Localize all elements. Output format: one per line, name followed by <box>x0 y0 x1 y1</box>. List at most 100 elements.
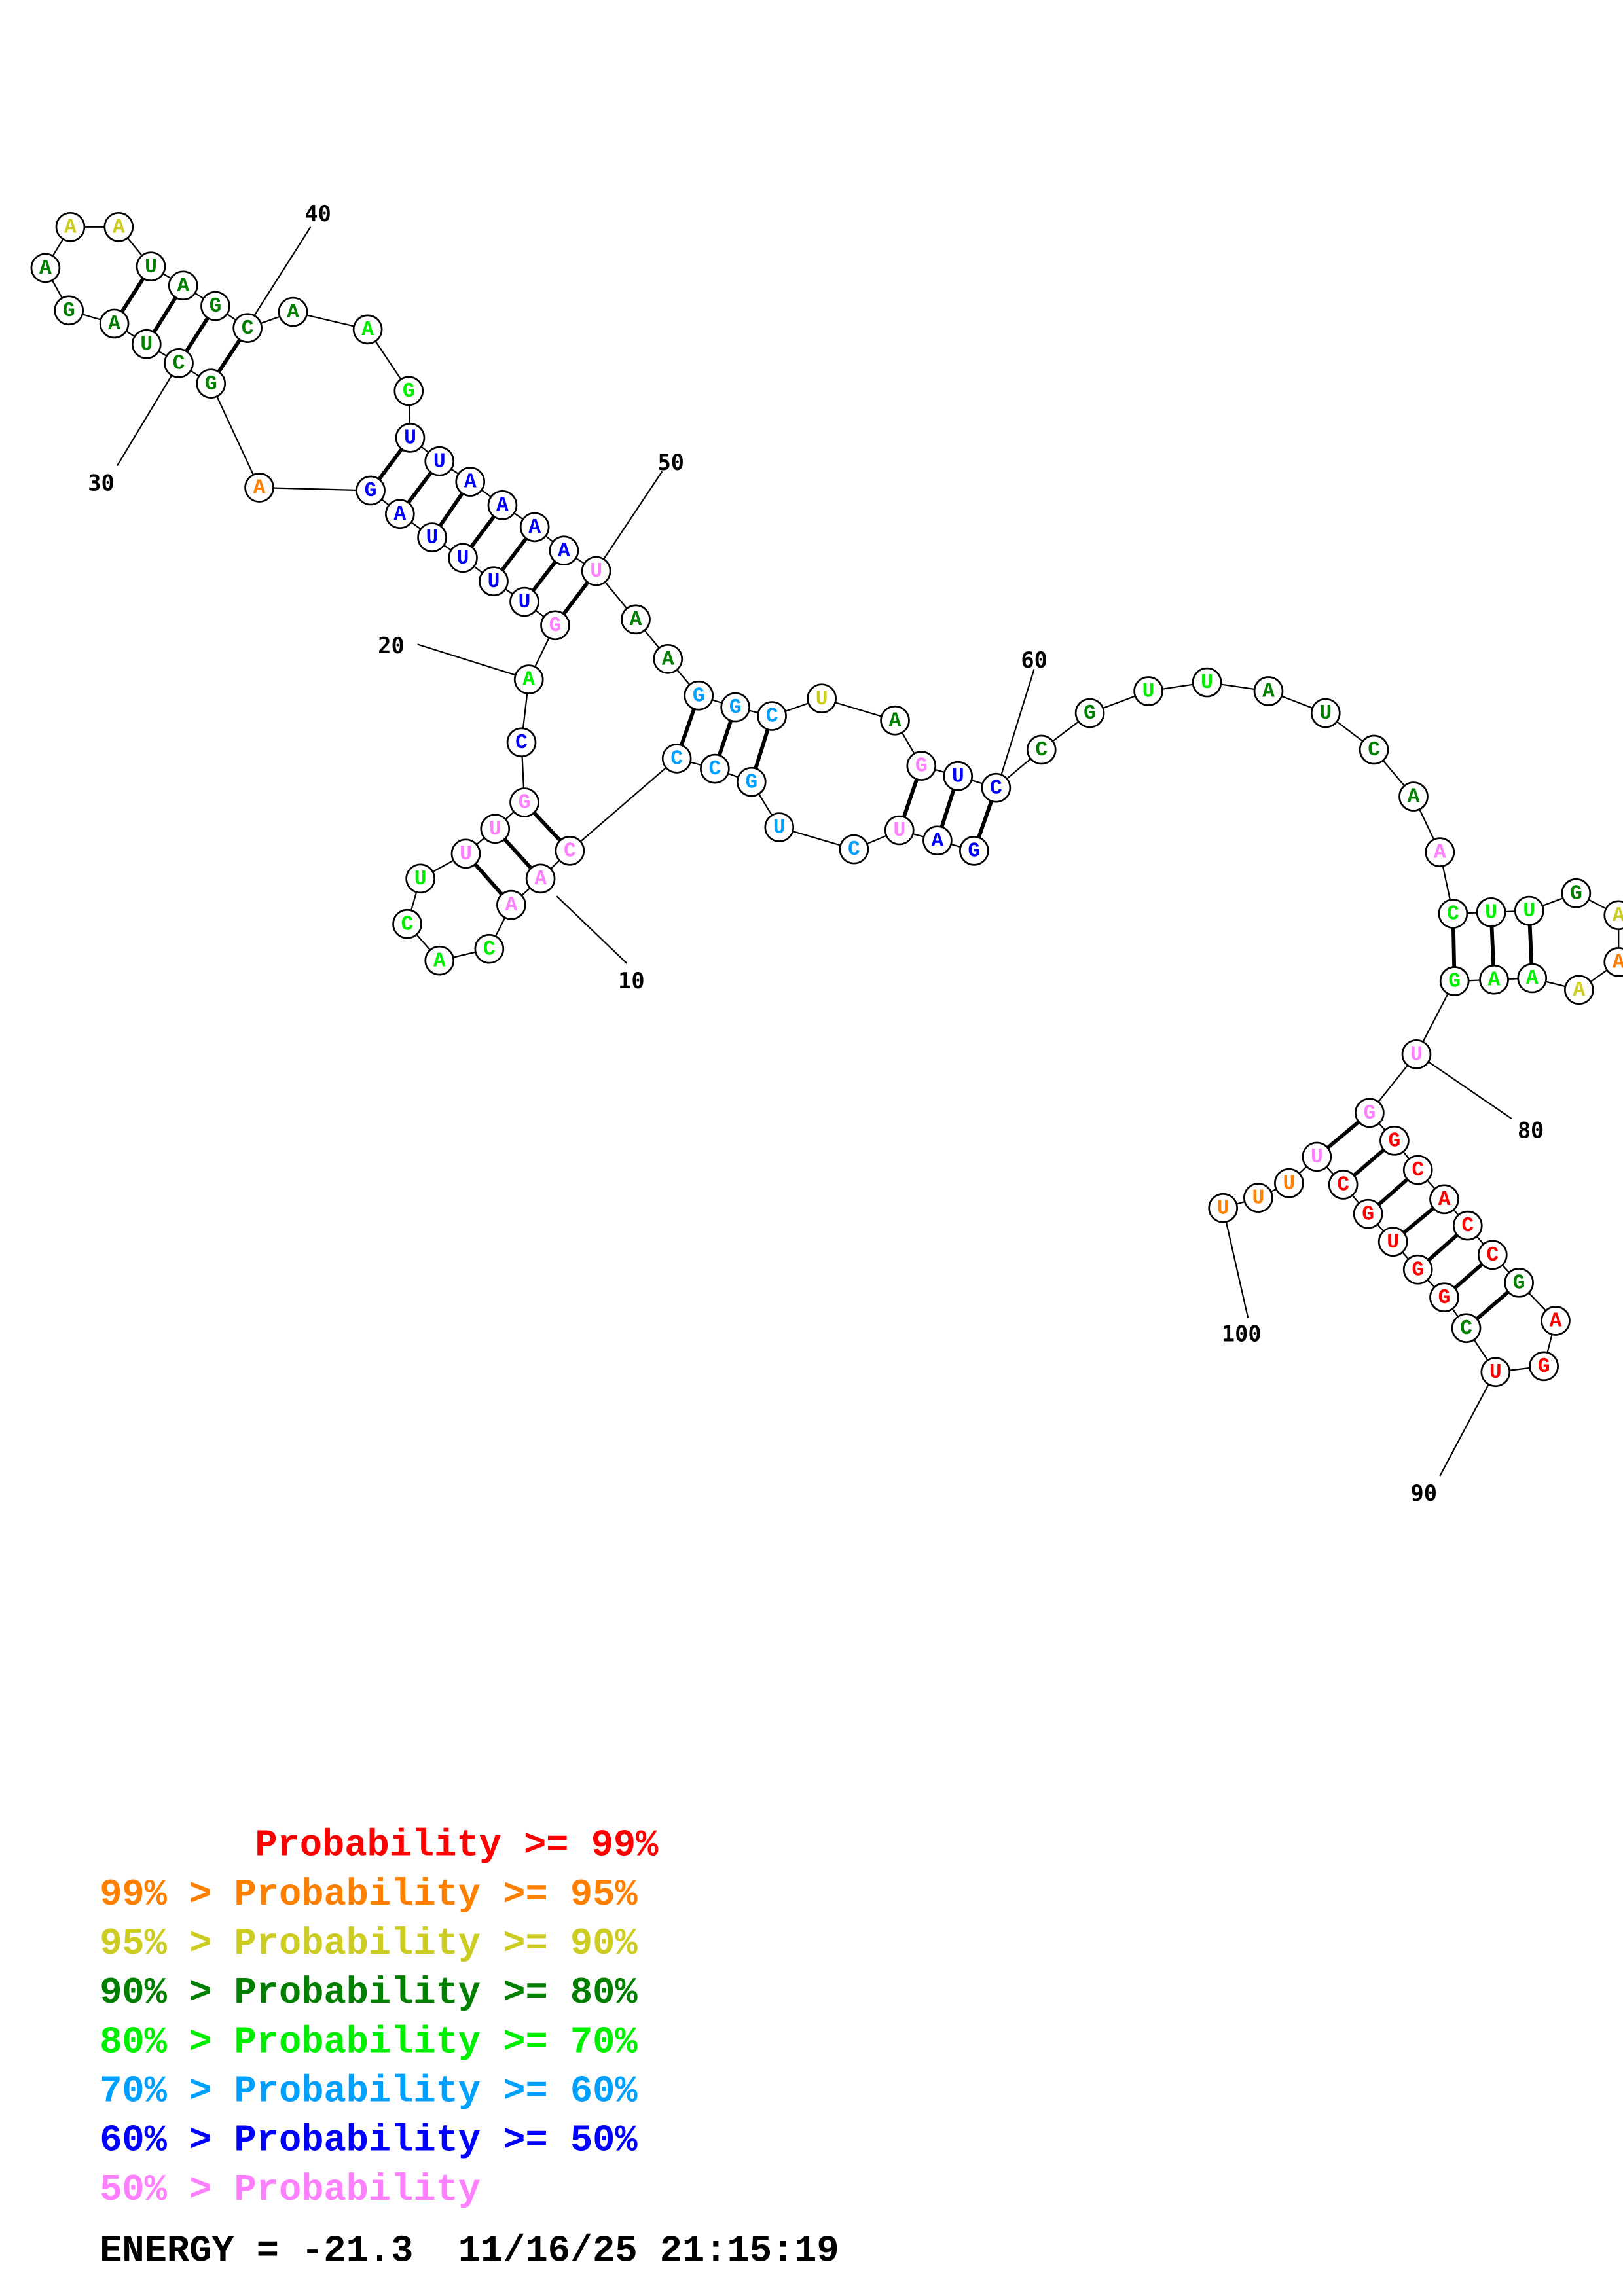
nucleotide-circle <box>405 863 435 894</box>
nucleotide-73: G <box>1561 878 1592 908</box>
nucleotide-circle <box>720 692 750 723</box>
nucleotide-circle <box>1476 897 1506 927</box>
nucleotide-letter: A <box>361 319 374 342</box>
nucleotide-circle <box>131 329 162 359</box>
nucleotide-circle <box>1479 964 1509 995</box>
position-tick-line <box>1439 1382 1491 1477</box>
backbone-segment <box>210 383 261 488</box>
nucleotide-59: U <box>943 761 974 791</box>
position-label: 50 <box>658 450 684 475</box>
nucleotide-circle <box>519 512 550 543</box>
nucleotide-circle <box>424 446 455 476</box>
nucleotide-letter: C <box>1337 1174 1349 1197</box>
position-tick-line <box>556 895 628 964</box>
nucleotide-43: G <box>393 376 424 406</box>
nucleotide-letter: C <box>1035 739 1048 762</box>
position-label: 30 <box>88 470 114 495</box>
nucleotide-45: U <box>424 446 455 476</box>
nucleotide-14: C <box>392 908 422 939</box>
nucleotide-circle <box>525 863 556 894</box>
nucleotide-circle <box>880 705 910 736</box>
nucleotide-letter: G <box>968 840 980 863</box>
backbone-segment <box>259 486 371 492</box>
nucleotide-circle <box>450 838 481 869</box>
nucleotide-84: A <box>1429 1184 1459 1215</box>
nucleotide-letter: U <box>1410 1043 1423 1066</box>
nucleotide-30: C <box>164 348 194 378</box>
nucleotide-circle <box>555 836 585 866</box>
position-tick-line <box>1000 669 1035 778</box>
nucleotide-2: A <box>922 825 953 855</box>
nucleotide-circle <box>1353 1198 1383 1229</box>
nucleotide-65: A <box>1253 676 1284 706</box>
nucleotide-letter: C <box>242 317 254 340</box>
nucleotide-letter: U <box>773 817 786 840</box>
nucleotide-circle <box>1208 1193 1238 1223</box>
nucleotide-circle <box>164 348 194 378</box>
nucleotide-letter: C <box>1368 739 1380 762</box>
nucleotide-letter: A <box>558 540 570 563</box>
position-tick-line <box>600 471 663 564</box>
nucleotide-39: G <box>200 291 230 321</box>
nucleotide-62: G <box>1074 698 1105 728</box>
nucleotide-letter: A <box>534 868 547 891</box>
legend-entry: 70% > Probability >= 60% <box>100 2071 638 2113</box>
nucleotide-circle <box>1452 1210 1483 1241</box>
position-label: 100 <box>1222 1321 1262 1346</box>
nucleotide-circle <box>385 499 415 529</box>
nucleotide-circle <box>278 296 308 327</box>
nucleotide-letter: C <box>1486 1244 1499 1267</box>
nucleotide-4: C <box>839 834 869 865</box>
nucleotide-18: G <box>509 787 539 817</box>
nucleotide-74: A <box>1603 900 1623 931</box>
nucleotide-letter: C <box>1461 1215 1474 1238</box>
legend-text: Probability >= 99% <box>255 1825 659 1867</box>
nucleotide-circle <box>1401 1039 1432 1069</box>
nucleotide-letter: A <box>1526 967 1539 990</box>
nucleotide-circle <box>839 834 869 865</box>
nucleotide-circle <box>1243 1183 1273 1213</box>
legend-text: Probability <box>234 2170 481 2212</box>
nucleotide-letter: U <box>433 450 446 473</box>
nucleotide-letter: A <box>1613 951 1623 974</box>
nucleotide-circle <box>1438 899 1468 929</box>
nucleotide-3: U <box>884 815 915 846</box>
nucleotide-circle <box>1328 1170 1359 1200</box>
position-label: 20 <box>378 633 404 658</box>
nucleotide-letter: U <box>460 843 472 866</box>
legend-text: Probability >= 70% <box>234 2022 638 2064</box>
nucleotide-circle <box>479 566 509 597</box>
nucleotide-6: G <box>736 766 767 797</box>
nucleotide-32: A <box>99 308 130 339</box>
legend-text: Probability >= 90% <box>234 1924 638 1965</box>
legend-prefix: 80% > <box>100 2022 234 2064</box>
nucleotide-26: A <box>385 499 415 529</box>
nucleotide-letter: A <box>108 313 120 336</box>
legend-entry: 80% > Probability >= 70% <box>100 2022 638 2064</box>
nucleotide-circle <box>1359 734 1389 765</box>
nucleotide-circle <box>1302 1141 1332 1172</box>
nucleotide-circle <box>906 751 937 781</box>
nucleotide-circle <box>232 313 263 343</box>
nucleotide-letter: A <box>433 950 446 973</box>
nucleotide-circle <box>1274 1168 1304 1198</box>
nucleotide-letter: C <box>173 352 185 375</box>
nucleotide-60: C <box>981 772 1012 803</box>
legend-prefix: 95% > <box>100 1924 234 1965</box>
nucleotide-100: U <box>1208 1193 1238 1223</box>
nucleotide-letter: C <box>1412 1159 1424 1182</box>
nucleotide-92: G <box>1429 1282 1459 1313</box>
nucleotide-circle <box>168 270 198 301</box>
legend-text: Probability >= 80% <box>234 1973 638 2015</box>
nucleotide-letter: G <box>519 792 531 815</box>
nucleotide-circle <box>1398 781 1429 812</box>
nucleotide-circle <box>1377 1227 1408 1257</box>
nucleotide-circle <box>764 812 795 842</box>
nucleotide-letter: A <box>496 494 509 517</box>
nucleotide-letter: C <box>515 732 528 755</box>
nucleotide-letter: U <box>414 868 427 891</box>
nucleotide-circle <box>1477 1240 1508 1270</box>
nucleotide-34: A <box>30 253 61 283</box>
nucleotide-19: C <box>506 727 537 758</box>
